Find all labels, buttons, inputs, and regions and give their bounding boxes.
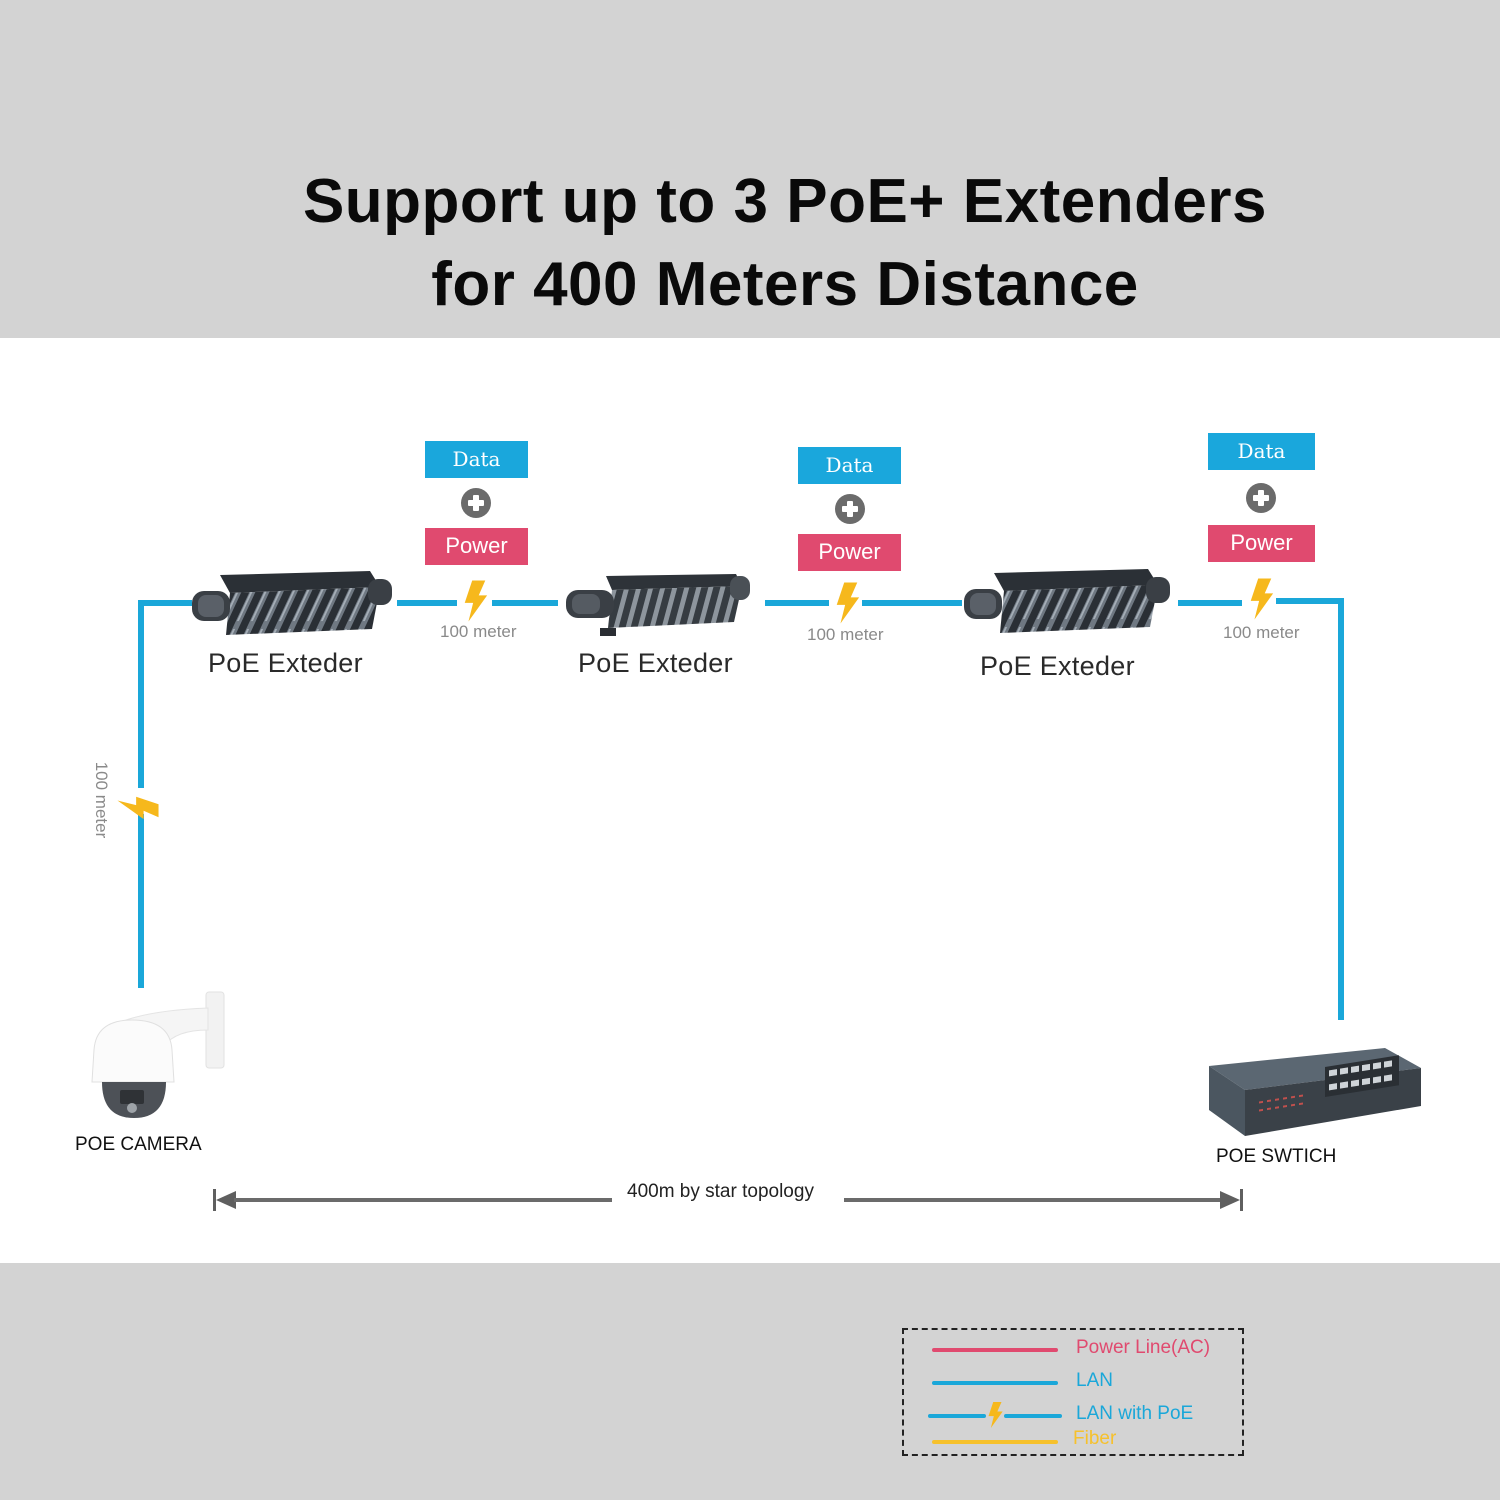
- footer-band: [0, 1263, 1500, 1500]
- lan-wire-camera-vertical-top: [138, 600, 144, 788]
- lan-wire-camera-horizontal: [138, 600, 192, 606]
- lan-wire-seg1-right: [492, 600, 558, 606]
- distance-span-arrow: [213, 1189, 1243, 1211]
- camera-label: POE CAMERA: [75, 1134, 202, 1155]
- legend-item-fiber: Fiber: [904, 1428, 1242, 1458]
- lan-wire-seg1-left: [397, 600, 457, 606]
- plus-circle-icon: [461, 488, 491, 518]
- poe-extender-device-1: [192, 571, 392, 635]
- distance-label-1: 100 meter: [440, 622, 517, 641]
- title-line-1: Support up to 3 PoE+ Extenders: [302, 167, 1268, 236]
- lan-wire-camera-vertical-bottom: [138, 814, 144, 988]
- legend-label: LAN: [1076, 1370, 1113, 1391]
- plus-circle-icon: [835, 494, 865, 524]
- distance-label-2: 100 meter: [807, 625, 884, 644]
- data-badge-1: Data: [425, 441, 528, 478]
- span-label: 400m by star topology: [627, 1181, 814, 1202]
- power-badge-2: Power: [798, 534, 901, 571]
- header-band: [0, 0, 1500, 338]
- data-badge-3: Data: [1208, 433, 1315, 470]
- lan-swatch: [932, 1381, 1058, 1385]
- lan-wire-switch-vertical: [1338, 598, 1344, 1020]
- data-badge-2: Data: [798, 447, 901, 484]
- poe-switch-icon: [1209, 1048, 1421, 1136]
- extender-label-1: PoE Exteder: [208, 648, 363, 678]
- lan-wire-seg2-left: [765, 600, 829, 606]
- switch-label: POE SWTICH: [1216, 1146, 1337, 1167]
- plus-circle-icon: [1246, 483, 1276, 513]
- lightning-bolt-icon: [117, 793, 159, 821]
- extender-label-3: PoE Exteder: [980, 651, 1135, 681]
- poe-extender-device-2: [566, 574, 750, 636]
- legend-label: Fiber: [1073, 1428, 1117, 1449]
- lan-poe-swatch-left: [928, 1414, 986, 1418]
- distance-label-vertical: 100 meter: [92, 761, 111, 839]
- title-line-2: for 400 Meters Distance: [431, 250, 1139, 319]
- distance-label-3: 100 meter: [1223, 623, 1300, 642]
- lan-poe-swatch-right: [1004, 1414, 1062, 1418]
- lightning-bolt-icon: [986, 1402, 1004, 1428]
- ptz-camera-icon: [91, 991, 225, 1118]
- power-line-swatch: [932, 1348, 1058, 1352]
- legend-item-lan: LAN: [904, 1368, 1242, 1398]
- lan-wire-seg2-right: [862, 600, 962, 606]
- legend-label: Power Line(AC): [1076, 1337, 1211, 1358]
- lightning-bolt-icon: [833, 582, 861, 624]
- lightning-bolt-icon: [461, 580, 489, 622]
- fiber-swatch: [932, 1440, 1058, 1444]
- legend: Power Line(AC) LAN LAN with PoE Fiber: [902, 1328, 1244, 1456]
- page-title: Support up to 3 PoE+ Extenders for 400 M…: [0, 160, 1500, 326]
- legend-label: LAN with PoE: [1076, 1403, 1194, 1424]
- legend-item-power-line: Power Line(AC): [904, 1335, 1242, 1365]
- lan-wire-seg3-right: [1276, 598, 1344, 604]
- power-badge-1: Power: [425, 528, 528, 565]
- poe-extender-device-3: [964, 569, 1170, 633]
- lan-wire-seg3-left: [1178, 600, 1242, 606]
- legend-item-lan-with-poe: LAN with PoE: [904, 1401, 1242, 1431]
- lightning-bolt-icon: [1247, 578, 1275, 620]
- power-badge-3: Power: [1208, 525, 1315, 562]
- extender-label-2: PoE Exteder: [578, 648, 733, 678]
